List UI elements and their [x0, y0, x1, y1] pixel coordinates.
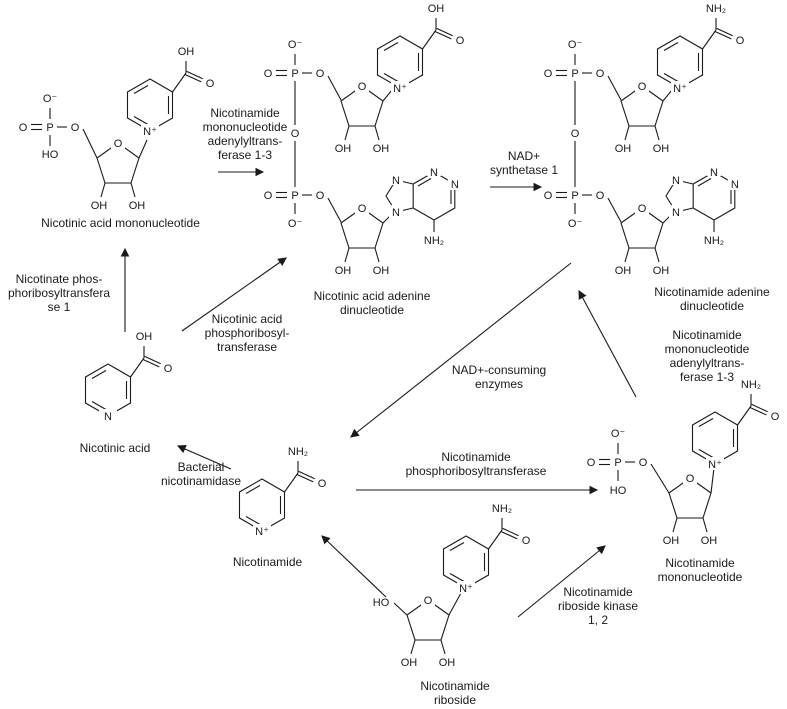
enzyme-label-nicotinamide-riboside-kinase: Nicotinamide riboside kinase 1, 2	[557, 585, 639, 627]
arrow-nr-to-nmn	[517, 545, 606, 618]
node-label-nicotinamide: Nicotinamide	[232, 555, 303, 569]
atom-o-minus-label: O⁻	[568, 39, 583, 51]
structure-nicotinic-acid-adenine-dinucleotide: O⁻ O O⁻	[263, 3, 465, 278]
atom-o-minus-label: O⁻	[43, 93, 58, 105]
node-label-nicotinic-acid: Nicotinic acid	[79, 441, 151, 455]
node-label-nicotinic-acid-adenine-dinucleotide: Nicotinic acid adenine dinucleotide	[313, 289, 431, 317]
arrow-nam-to-na	[176, 445, 232, 470]
atom-o-label: O	[291, 128, 300, 140]
node-label-nicotinamide-mononucleotide: Nicotinamide mononucleotide	[657, 556, 743, 584]
enzyme-label-nad-consuming-enzymes: NAD+-consuming enzymes	[451, 363, 547, 391]
arrow-na-to-naad	[181, 257, 287, 332]
atom-ho-label: HO	[373, 597, 390, 609]
structure-nicotinamide-mononucleotide: O⁻ HO	[586, 379, 780, 548]
atom-ho-label: HO	[42, 149, 59, 161]
node-label-nicotinamide-riboside: Nicotinamide riboside	[420, 679, 490, 707]
structure-nicotinic-acid-mononucleotide: O⁻ HO	[18, 46, 215, 213]
arrow-nad-to-nam	[350, 262, 572, 438]
node-label-nicotinamide-adenine-dinucleotide: Nicotinamide adenine dinucleotide	[654, 285, 770, 313]
atom-o-minus-label: O⁻	[288, 218, 303, 230]
atom-o-minus-label: O⁻	[611, 428, 626, 440]
enzyme-label-bacterial-nicotinamidase: Bacterial nicotinamidase	[160, 460, 242, 488]
reaction-arrows	[120, 167, 637, 618]
arrow-nmn-to-nad	[578, 290, 637, 398]
enzyme-label-nmnat-right: Nicotinamide mononucleotide adenylyltran…	[664, 328, 750, 384]
enzyme-label-nmnat-top: Nicotinamide mononucleotide adenylyltran…	[202, 106, 288, 162]
atom-o-label: O	[571, 128, 580, 140]
structure-nicotinamide-riboside: HO	[373, 503, 531, 670]
node-label-nicotinic-acid-mononucleotide: Nicotinic acid mononucleotide	[41, 216, 200, 230]
atom-o-minus-label: O⁻	[288, 39, 303, 51]
structure-nicotinamide-adenine-dinucleotide: O⁻ O O⁻	[543, 3, 745, 278]
atom-o-minus-label: O⁻	[568, 218, 583, 230]
enzyme-label-nicotinate-phosphoribosyltransferase: Nicotinate phos- phoribosyltransfera se …	[7, 272, 111, 314]
arrow-nr-to-nam	[321, 535, 387, 598]
enzyme-label-nicotinic-acid-phosphoribosyltransferase: Nicotinic acid phosphoribosyl- transfera…	[204, 312, 290, 354]
atom-ho-label: HO	[610, 485, 627, 497]
structure-nicotinic-acid	[86, 331, 173, 423]
enzyme-label-nicotinamide-phosphoribosyltransferase: Nicotinamide phosphoribosyltransferase	[405, 450, 547, 478]
enzyme-label-nad-synthetase: NAD+ synthetase 1	[489, 149, 559, 177]
